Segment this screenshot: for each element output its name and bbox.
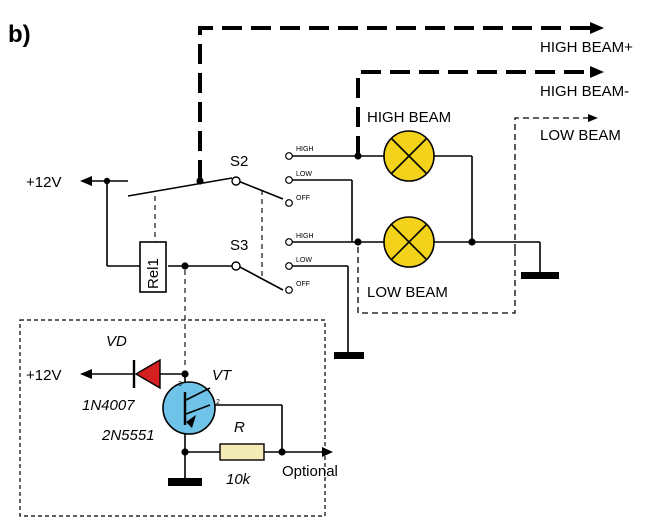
low-beam-output-label: LOW BEAM (540, 127, 621, 144)
s3-pos-off: OFF (296, 281, 310, 288)
high-beam-lamp-label: HIGH BEAM (367, 109, 451, 126)
s2-pos-high: HIGH (296, 146, 314, 153)
s3-pos-low: LOW (296, 257, 312, 264)
diode-part: 1N4007 (82, 397, 135, 414)
transistor-pin-2: 2 (216, 399, 220, 406)
transistor-pin-3: 3 (178, 381, 182, 388)
high-beam-plus-label: HIGH BEAM+ (540, 39, 633, 56)
low-beam-lamp-label: LOW BEAM (367, 284, 448, 301)
resistor-name: R (234, 419, 245, 436)
relay: Rel1 (139, 241, 167, 293)
resistor-value: 10k (226, 471, 252, 488)
optional-label: Optional (282, 463, 338, 480)
relay-label: Rel1 (145, 258, 162, 289)
supply-top-label: +12V (26, 174, 61, 191)
ground-symbol-s3 (334, 352, 364, 359)
low-beam-lamp (383, 216, 435, 268)
s3-label: S3 (230, 237, 248, 254)
transistor-name: VT (212, 367, 233, 384)
switch-s3: S3 HIGH LOW OFF (230, 233, 314, 294)
ground-symbol-module (168, 478, 202, 486)
control-module-box (19, 319, 326, 517)
s3-pos-high: HIGH (296, 233, 314, 240)
output-wires (198, 22, 604, 314)
high-beam-lamp (383, 130, 435, 182)
switch-s2: S2 HIGH LOW OFF (230, 146, 314, 207)
transistor-part: 2N5551 (101, 427, 155, 444)
s2-pos-low: LOW (296, 171, 312, 178)
figure-label: b) (8, 21, 31, 48)
high-beam-minus-label: HIGH BEAM- (540, 83, 629, 100)
diode-name: VD (106, 333, 127, 350)
lamp-wiring (292, 155, 541, 352)
supply-bottom-label: +12V (26, 367, 61, 384)
transistor-vt (162, 381, 216, 435)
s2-label: S2 (230, 153, 248, 170)
diode-vd (132, 358, 161, 390)
resistor-r (219, 443, 265, 461)
s2-pos-off: OFF (296, 195, 310, 202)
ground-symbol-lamps (521, 272, 559, 279)
